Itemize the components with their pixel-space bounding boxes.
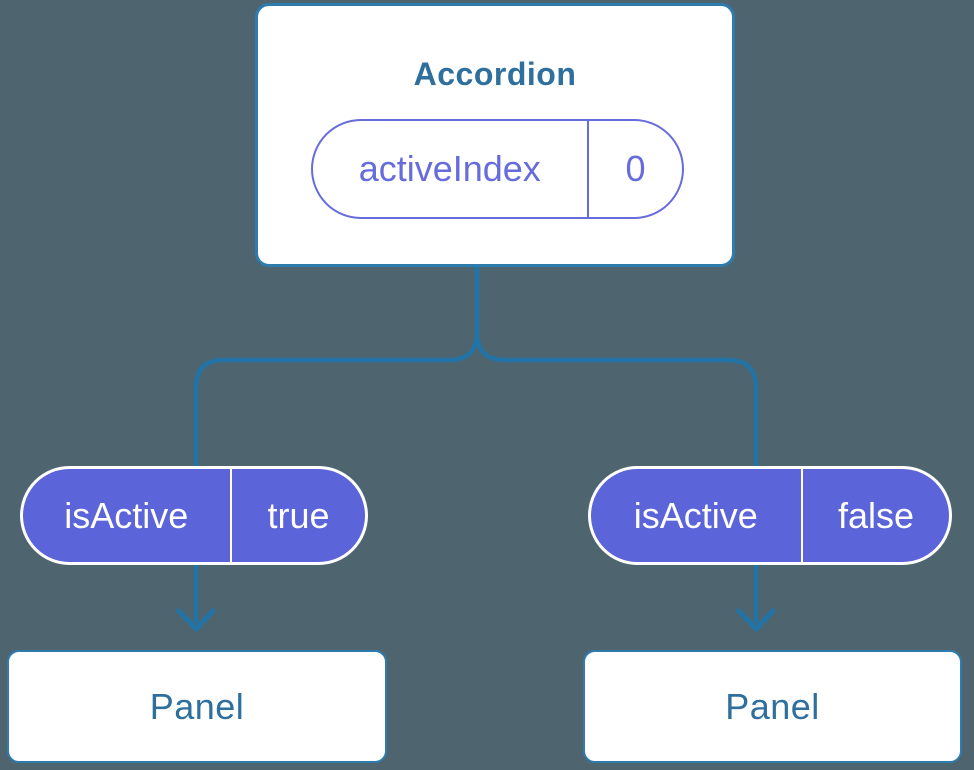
prop-pill-right-divider [800, 469, 803, 562]
prop-pill-left-value: true [267, 494, 330, 536]
prop-pill-left-name: isActive [64, 494, 189, 536]
prop-pill-left: isActive true [20, 466, 368, 565]
connector-right-branch [474, 264, 759, 623]
panel-node-right: Panel [583, 650, 962, 763]
state-pill-divider [586, 121, 589, 217]
state-pill-value: 0 [625, 148, 646, 189]
prop-pill-left-divider [229, 469, 232, 562]
panel-node-left-title: Panel [149, 685, 245, 727]
panel-node-right-title: Panel [725, 685, 820, 727]
state-pill: activeIndex 0 [311, 119, 684, 219]
connector-left-branch [193, 264, 480, 623]
accordion-node: Accordion activeIndex 0 [255, 3, 735, 267]
state-pill-name: activeIndex [358, 148, 541, 189]
prop-pill-right-value: false [837, 494, 915, 536]
arrow-down-right-icon [736, 608, 776, 632]
prop-pill-right-name: isActive [633, 494, 758, 536]
accordion-node-title: Accordion [413, 56, 577, 92]
panel-node-left: Panel [7, 650, 387, 763]
arrow-down-left-icon [176, 608, 216, 632]
prop-pill-right: isActive false [588, 466, 952, 565]
